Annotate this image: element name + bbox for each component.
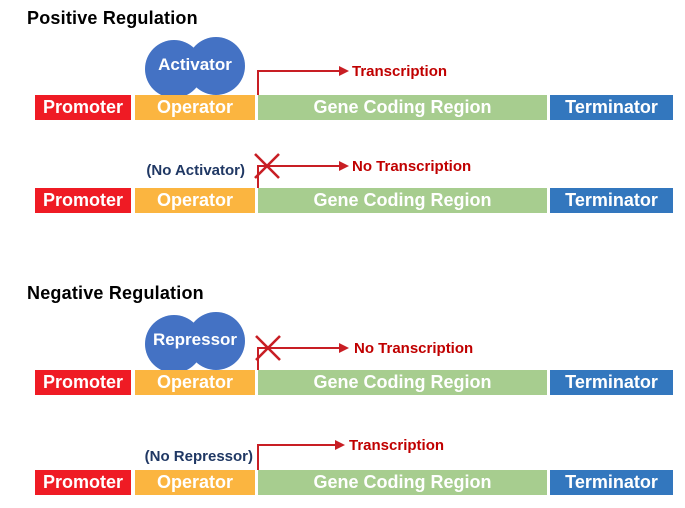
transcription-arrow-line	[257, 70, 339, 72]
terminator-segment: Terminator	[550, 95, 673, 120]
repressor-label: Repressor	[152, 330, 238, 349]
transcription-arrow-head-icon	[335, 440, 345, 450]
no-repressor-annotation: (No Repressor)	[144, 448, 253, 465]
terminator-segment: Terminator	[550, 370, 673, 395]
promoter-segment: Promoter	[35, 188, 131, 213]
dna-bar-positive-active: Promoter Operator Gene Coding Region Ter…	[0, 95, 685, 120]
terminator-segment: Terminator	[550, 188, 673, 213]
activator-protein: Activator	[145, 37, 245, 98]
negative-regulation-title: Negative Regulation	[27, 283, 204, 303]
transcription-arrow-head-icon	[339, 66, 349, 76]
dna-bar-negative-active: Promoter Operator Gene Coding Region Ter…	[0, 470, 685, 495]
no-activator-annotation: (No Activator)	[146, 162, 245, 179]
repressor-protein: Repressor	[145, 312, 245, 373]
gene-coding-region-segment: Gene Coding Region	[258, 370, 547, 395]
transcription-arrow-stem	[257, 71, 259, 95]
positive-regulation-title: Positive Regulation	[27, 8, 198, 28]
blocked-arrow-head-icon	[339, 161, 349, 171]
promoter-segment: Promoter	[35, 470, 131, 495]
no-transcription-result-label: No Transcription	[354, 340, 474, 357]
activator-blob-right	[187, 37, 245, 95]
repressor-blob-right	[187, 312, 245, 370]
gene-coding-region-segment: Gene Coding Region	[258, 470, 547, 495]
blocked-arrow-head-icon	[339, 343, 349, 353]
no-transcription-x-icon	[254, 153, 280, 179]
terminator-segment: Terminator	[550, 470, 673, 495]
transcription-arrow-line	[257, 444, 335, 446]
no-transcription-x-icon	[255, 335, 281, 361]
blocked-arrow-line	[257, 347, 339, 349]
gene-coding-region-segment: Gene Coding Region	[258, 188, 547, 213]
transcription-arrow-stem	[257, 445, 259, 470]
operator-segment: Operator	[135, 188, 255, 213]
dna-bar-positive-inactive: Promoter Operator Gene Coding Region Ter…	[0, 188, 685, 213]
activator-label: Activator	[158, 55, 232, 74]
dna-bar-negative-inactive: Promoter Operator Gene Coding Region Ter…	[0, 370, 685, 395]
transcription-result-label: Transcription	[352, 63, 448, 80]
operator-segment: Operator	[135, 95, 255, 120]
gene-coding-region-segment: Gene Coding Region	[258, 95, 547, 120]
blocked-arrow-stem	[257, 166, 259, 188]
transcription-result-label: Transcription	[349, 437, 445, 454]
operator-segment: Operator	[135, 370, 255, 395]
promoter-segment: Promoter	[35, 370, 131, 395]
promoter-segment: Promoter	[35, 95, 131, 120]
no-transcription-result-label: No Transcription	[352, 158, 472, 175]
operator-segment: Operator	[135, 470, 255, 495]
blocked-arrow-line	[257, 165, 339, 167]
